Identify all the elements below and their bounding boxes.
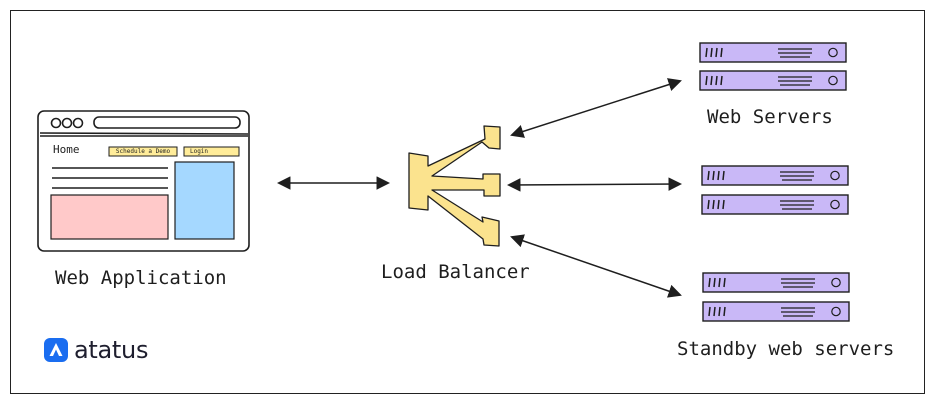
content-block-blue xyxy=(174,161,235,240)
server-unit-icon xyxy=(701,194,849,215)
server-unit-icon xyxy=(702,272,850,293)
brand-name: atatus xyxy=(74,336,149,364)
label-web-application: Web Application xyxy=(55,267,227,289)
browser-button-login-label: Login xyxy=(189,148,209,155)
server-unit-icon xyxy=(699,42,847,63)
server-group-standby xyxy=(702,272,850,322)
content-block-pink xyxy=(50,194,169,240)
label-standby-web-servers: Standby web servers xyxy=(677,338,895,360)
browser-nav-home[interactable]: Home xyxy=(53,143,80,156)
server-unit-icon xyxy=(699,70,847,91)
brand-logo: atatus xyxy=(44,336,148,364)
server-unit-icon xyxy=(701,165,849,186)
server-group-middle xyxy=(701,165,849,215)
server-group-top xyxy=(699,42,847,91)
browser-button-login[interactable] xyxy=(183,146,240,157)
browser-button-demo[interactable] xyxy=(108,146,178,157)
load-balancer-icon xyxy=(408,125,501,247)
connection-arrows xyxy=(276,78,683,298)
arrow-lb-to-server-2 xyxy=(506,177,683,192)
label-web-servers: Web Servers xyxy=(707,106,833,128)
browser-button-demo-label: Schedule a Demo xyxy=(115,148,171,155)
label-load-balancer: Load Balancer xyxy=(381,261,530,283)
server-unit-icon xyxy=(702,301,850,322)
arrow-lb-to-webserver xyxy=(510,78,682,138)
arrow-lb-to-standby xyxy=(510,234,682,298)
atatus-logo-icon xyxy=(44,338,68,362)
